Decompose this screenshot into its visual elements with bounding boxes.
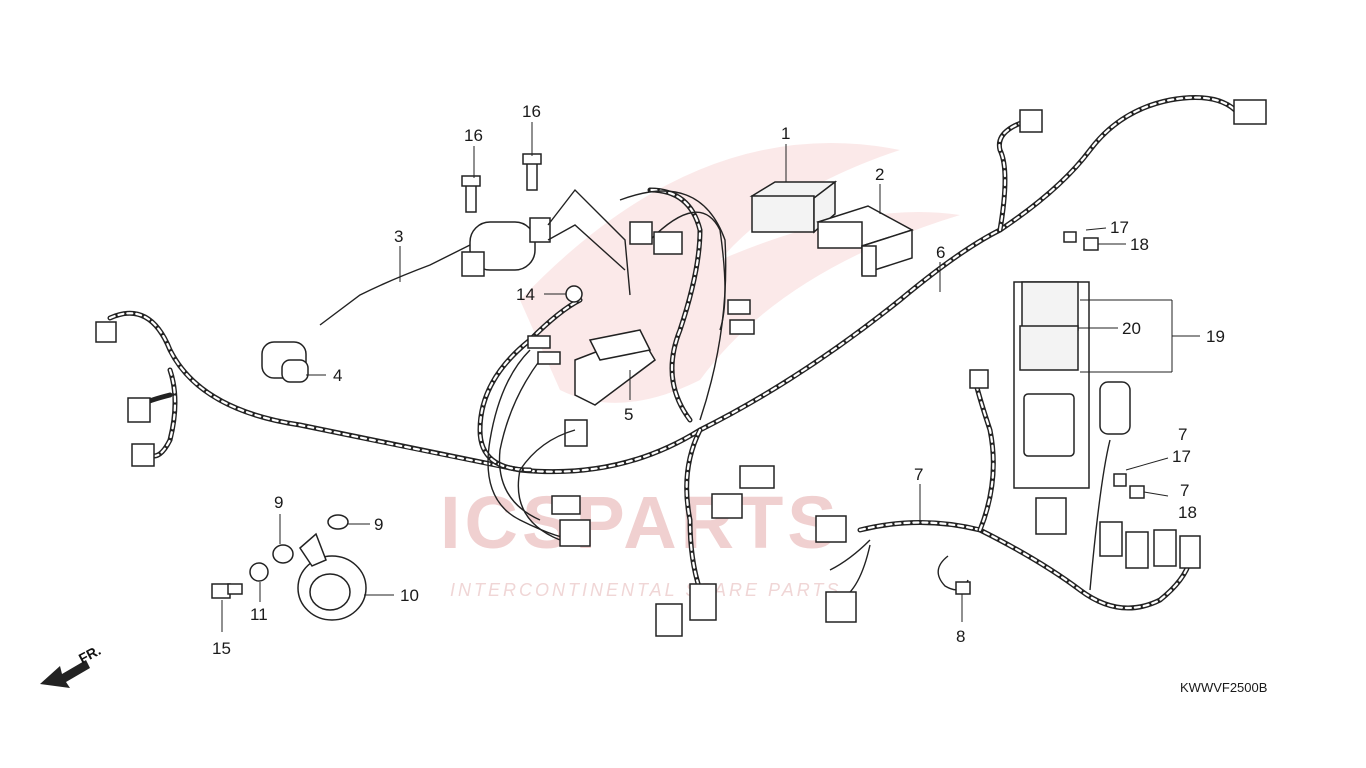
fuse-holder-cap [1099,381,1131,435]
callout-11: 11 [250,605,268,624]
lead-wires [487,190,755,547]
ignition-coil-terminal [529,217,551,243]
leader-lines [221,122,1200,632]
washer-9-right [327,514,349,530]
callout-16-left: 16 [464,126,483,145]
callout-20: 20 [1122,319,1141,338]
callout-17-lower: 17 [1172,447,1191,466]
center-branch-connectors [655,465,857,637]
callout-2: 2 [875,165,884,184]
callout-14: 14 [516,285,535,304]
callout-9-left: 9 [274,493,283,512]
fuse-box-group [1013,231,1145,499]
relay-unit-body [817,221,863,249]
front-label: FR. [76,642,103,667]
connector-4pin-low [131,443,155,467]
watermark-brand: ICSPARTS [440,481,841,564]
watermark-tagline: INTERCONTINENTAL SPARE PARTS [450,580,841,600]
sub-wire-harness [829,377,1193,611]
band-clip [937,555,971,595]
callout-4: 4 [333,366,342,385]
callout-1: 1 [781,124,790,143]
spark-plug-cap [261,341,309,383]
watermark: ICSPARTS INTERCONTINENTAL SPARE PARTS [440,143,960,600]
diagram-code: KWWVF2500B [1180,680,1267,695]
callout-17-upper: 17 [1110,218,1129,237]
front-direction-marker: FR. [40,642,103,688]
connector-2pin-top [95,321,117,343]
callout-10: 10 [400,586,419,605]
horn-bracket [299,532,327,567]
fuse-18-lower [1129,485,1145,499]
ignition-coil-body [469,221,536,271]
callout-19: 19 [1206,327,1225,346]
screw-14 [565,285,583,303]
callout-3: 3 [394,227,403,246]
cdi-unit [749,180,838,234]
fuse-cover-lower [1019,325,1079,371]
callout-labels: 1 2 3 4 5 6 7 7 7 8 9 9 10 11 14 15 16 1… [212,102,1225,658]
fuse-18-top [1083,237,1099,251]
callout-8: 8 [956,627,965,646]
nut-11 [249,562,269,582]
regulator-rectifier [517,329,656,541]
callout-18-lower: 18 [1178,503,1197,522]
horn-assembly [211,514,367,621]
relay-unit [816,205,914,277]
callout-7-lower: 7 [1180,481,1189,500]
cdi-unit-body [751,195,815,233]
callout-7-subharness: 7 [914,465,923,484]
fuse-17-lower [1113,473,1127,487]
front-arrow-icon [40,660,90,688]
callout-18-upper: 18 [1130,235,1149,254]
fasteners-top [461,153,583,303]
relay-starter [1023,393,1075,457]
fuse-cover-upper [1021,281,1079,331]
callout-6: 6 [936,243,945,262]
callout-16-right: 16 [522,102,541,121]
left-connectors [95,321,155,467]
right-connectors [969,99,1267,569]
ignition-coil [319,188,631,326]
callout-7-upper: 7 [1178,425,1187,444]
regulator-connector [564,419,588,447]
callout-9-right: 9 [374,515,383,534]
ignition-coil-mount [461,251,485,277]
callout-15: 15 [212,639,231,658]
connector-4pin-mid [127,397,151,423]
main-wire-harness [107,95,1238,593]
callout-5: 5 [624,405,633,424]
washer-9-left [272,544,294,564]
fuse-17-top [1063,231,1077,243]
